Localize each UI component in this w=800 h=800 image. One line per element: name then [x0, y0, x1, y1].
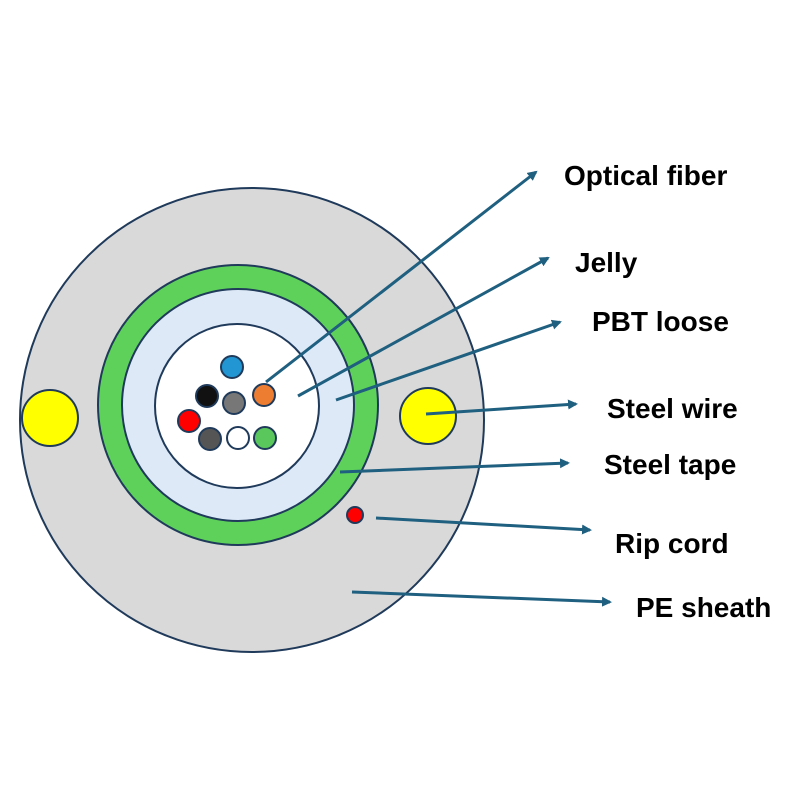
optical-fiber-green — [253, 426, 277, 450]
label-jelly: Jelly — [575, 247, 638, 278]
label-steel-tape: Steel tape — [604, 449, 736, 480]
optical-fiber-black — [195, 384, 219, 408]
arrow-rip-cord — [375, 516, 592, 535]
optical-fiber-white — [226, 426, 250, 450]
label-optical-fiber: Optical fiber — [564, 160, 727, 191]
optical-fiber-red — [177, 409, 201, 433]
label-pe-sheath: PE sheath — [636, 592, 771, 623]
steel-wire-right — [399, 387, 457, 445]
label-pbt-loose: PBT loose — [592, 306, 729, 337]
arrow-optical-fiber — [265, 170, 538, 384]
steel-wire-left — [21, 389, 79, 447]
label-rip-cord: Rip cord — [615, 528, 729, 559]
arrow-pe-sheath — [351, 590, 612, 607]
arrow-pbt-loose — [335, 319, 562, 402]
component-labels: Optical fiber Jelly PBT loose Steel wire… — [564, 160, 771, 623]
optical-fiber-orange — [252, 383, 276, 407]
leader-arrows — [265, 170, 612, 607]
optical-fibers — [177, 355, 277, 451]
label-steel-wire: Steel wire — [607, 393, 738, 424]
optical-fiber-gray — [222, 391, 246, 415]
arrow-jelly — [297, 256, 550, 398]
arrow-steel-wire — [425, 399, 578, 416]
optical-fiber-blue — [220, 355, 244, 379]
optical-fiber-dark-gray — [198, 427, 222, 451]
rip-cord — [346, 506, 364, 524]
arrow-steel-tape — [339, 458, 570, 474]
